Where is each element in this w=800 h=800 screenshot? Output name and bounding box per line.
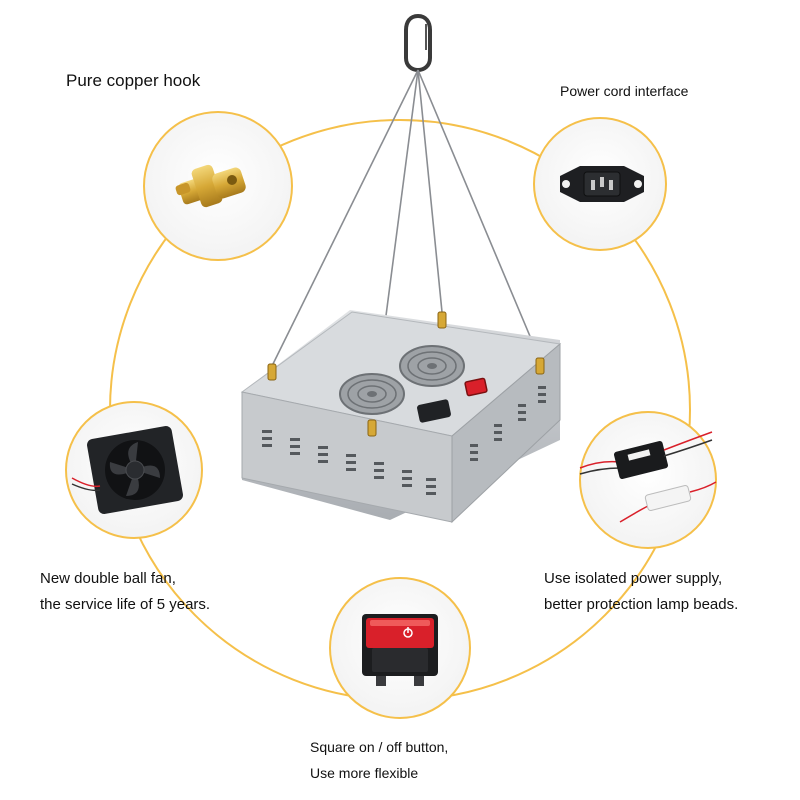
fan-bubble <box>65 401 203 539</box>
switch-label-line1: Square on / off button, <box>310 739 449 755</box>
carabiner-icon <box>404 13 432 73</box>
rocker-switch-icon <box>362 614 438 686</box>
vent-slots <box>262 386 546 495</box>
switch-bubble <box>329 577 471 719</box>
power-supply-label-line1: Use isolated power supply, <box>544 570 723 587</box>
panel-side-face <box>451 342 561 524</box>
power-supply-bubble <box>579 411 717 549</box>
fan-label-line2: the service life of 5 years. <box>40 596 211 613</box>
switch-label-line2: Use more flexible <box>310 765 419 781</box>
fan-grille-icon <box>399 345 465 387</box>
fan-label-line1: New double ball fan, <box>40 570 176 587</box>
power-inlet-icon <box>560 166 644 202</box>
power-supply-label-line2: better protection lamp beads. <box>544 596 739 613</box>
fan-grille-icon <box>339 373 405 415</box>
power-cord-label: Power cord interface <box>560 83 689 99</box>
red-switch-icon <box>464 377 488 397</box>
grow-light-panel <box>240 13 562 524</box>
copper-hook-icon <box>175 164 246 208</box>
power-socket-icon <box>417 399 451 423</box>
power-cord-bubble <box>533 117 667 251</box>
cooling-fan-icon <box>71 426 183 514</box>
led-driver-icon <box>579 431 717 523</box>
copper-hook-label: Pure copper hook <box>66 71 201 90</box>
brass-hook-icon <box>267 311 545 437</box>
copper-hook-bubble <box>143 111 293 261</box>
